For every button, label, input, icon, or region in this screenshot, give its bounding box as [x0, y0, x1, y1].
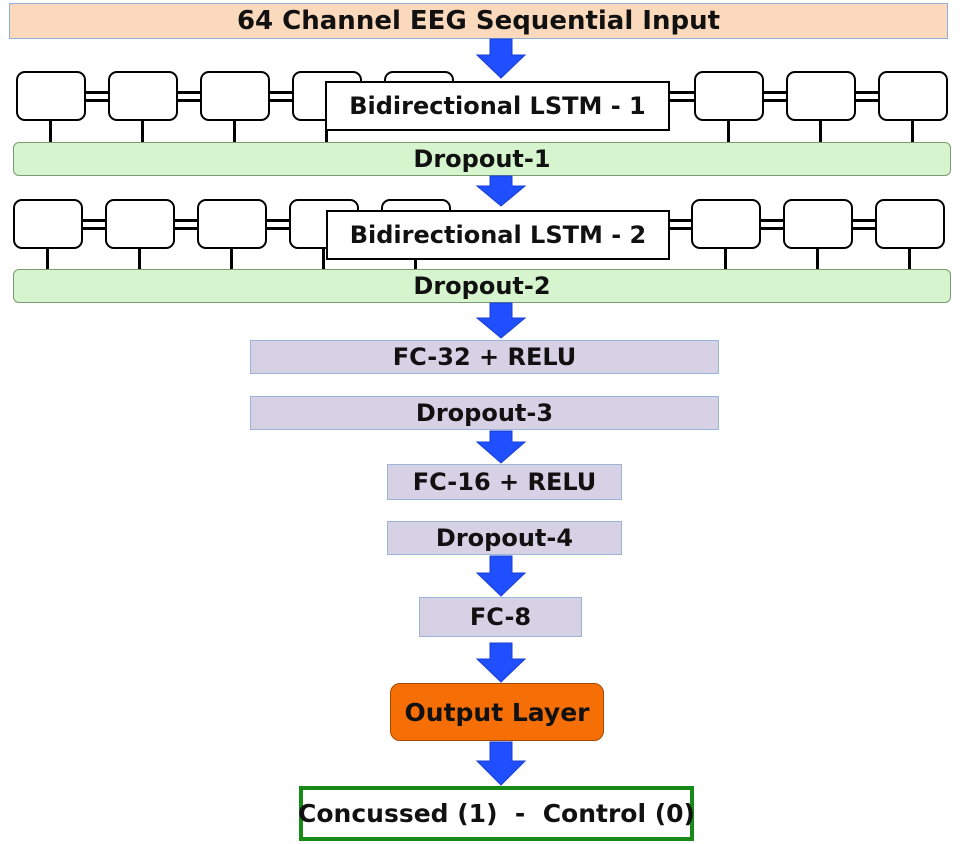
- lstm-tick: [322, 249, 325, 270]
- lstm-connector: [669, 227, 691, 230]
- dropout-1-label: Dropout-1: [413, 145, 551, 173]
- dropout-1-layer: Dropout-1: [13, 142, 951, 176]
- lstm-tick: [49, 121, 52, 142]
- classification-result: Concussed (1) - Control (0): [298, 786, 695, 841]
- input-layer-label: 64 Channel EEG Sequential Input: [236, 6, 721, 36]
- lstm-connector: [761, 219, 783, 222]
- fc-8-layer: FC-8: [419, 597, 582, 637]
- lstm-cell: [875, 199, 945, 249]
- fc-16-layer: FC-16 + RELU: [387, 464, 622, 500]
- dropout-2-layer: Dropout-2: [13, 269, 951, 303]
- lstm-cell: [694, 71, 764, 121]
- lstm-tick: [911, 121, 914, 142]
- lstm-connector: [670, 91, 694, 94]
- down-arrow-icon: [475, 38, 527, 79]
- lstm-tick: [816, 249, 819, 270]
- lstm-connector: [83, 219, 105, 222]
- lstm-1-label: Bidirectional LSTM - 1: [349, 92, 646, 120]
- lstm-tick: [819, 121, 822, 142]
- lstm-cell: [783, 199, 853, 249]
- lstm-connector: [175, 219, 197, 222]
- lstm-cell: [878, 71, 948, 121]
- lstm-tick: [727, 121, 730, 142]
- lstm-connector: [670, 99, 694, 102]
- lstm-cell: [13, 199, 83, 249]
- lstm-cell: [16, 71, 86, 121]
- lstm-connector: [86, 99, 108, 102]
- lstm-connector: [764, 91, 786, 94]
- dropout-4-layer: Dropout-4: [387, 521, 622, 555]
- classification-label: Concussed (1) - Control (0): [298, 799, 695, 828]
- fc-16-label: FC-16 + RELU: [412, 468, 597, 496]
- lstm-cell: [691, 199, 761, 249]
- down-arrow-icon: [475, 175, 527, 207]
- down-arrow-icon: [475, 430, 527, 464]
- lstm-connector: [83, 227, 105, 230]
- down-arrow-icon: [475, 642, 527, 683]
- lstm-cell: [105, 199, 175, 249]
- lstm-connector: [178, 99, 200, 102]
- lstm-cell: [108, 71, 178, 121]
- lstm-connector: [761, 227, 783, 230]
- output-layer-label: Output Layer: [404, 697, 590, 727]
- lstm-tick: [233, 121, 236, 142]
- lstm-connector: [853, 227, 875, 230]
- down-arrow-icon: [475, 741, 527, 786]
- dropout-3-label: Dropout-3: [415, 399, 554, 427]
- down-arrow-icon: [475, 302, 527, 339]
- lstm-connector: [86, 91, 108, 94]
- dropout-3-layer: Dropout-3: [250, 396, 719, 430]
- lstm-2-label: Bidirectional LSTM - 2: [349, 221, 647, 249]
- lstm-cell: [786, 71, 856, 121]
- lstm-2-layer: Bidirectional LSTM - 2: [326, 210, 670, 260]
- lstm-1-layer: Bidirectional LSTM - 1: [325, 81, 670, 131]
- lstm-tick: [141, 121, 144, 142]
- lstm-tick: [908, 249, 911, 270]
- fc-32-label: FC-32 + RELU: [392, 343, 577, 371]
- lstm-tick: [230, 249, 233, 270]
- lstm-tick: [325, 121, 328, 142]
- fc-8-label: FC-8: [469, 603, 532, 631]
- lstm-connector: [175, 227, 197, 230]
- lstm-connector: [178, 91, 200, 94]
- lstm-connector: [270, 99, 292, 102]
- dropout-4-label: Dropout-4: [435, 524, 574, 552]
- lstm-connector: [856, 99, 878, 102]
- lstm-tick: [46, 249, 49, 270]
- lstm-cell: [197, 199, 267, 249]
- lstm-cell: [200, 71, 270, 121]
- lstm-tick: [724, 249, 727, 270]
- lstm-connector: [853, 219, 875, 222]
- input-layer: 64 Channel EEG Sequential Input: [9, 3, 948, 39]
- lstm-connector: [267, 219, 289, 222]
- lstm-connector: [764, 99, 786, 102]
- lstm-tick: [138, 249, 141, 270]
- dropout-2-label: Dropout-2: [413, 272, 551, 300]
- lstm-connector: [856, 91, 878, 94]
- down-arrow-icon: [475, 555, 527, 597]
- output-layer: Output Layer: [390, 683, 604, 741]
- lstm-connector: [669, 219, 691, 222]
- lstm-connector: [270, 91, 292, 94]
- fc-32-layer: FC-32 + RELU: [250, 340, 719, 374]
- lstm-connector: [267, 227, 289, 230]
